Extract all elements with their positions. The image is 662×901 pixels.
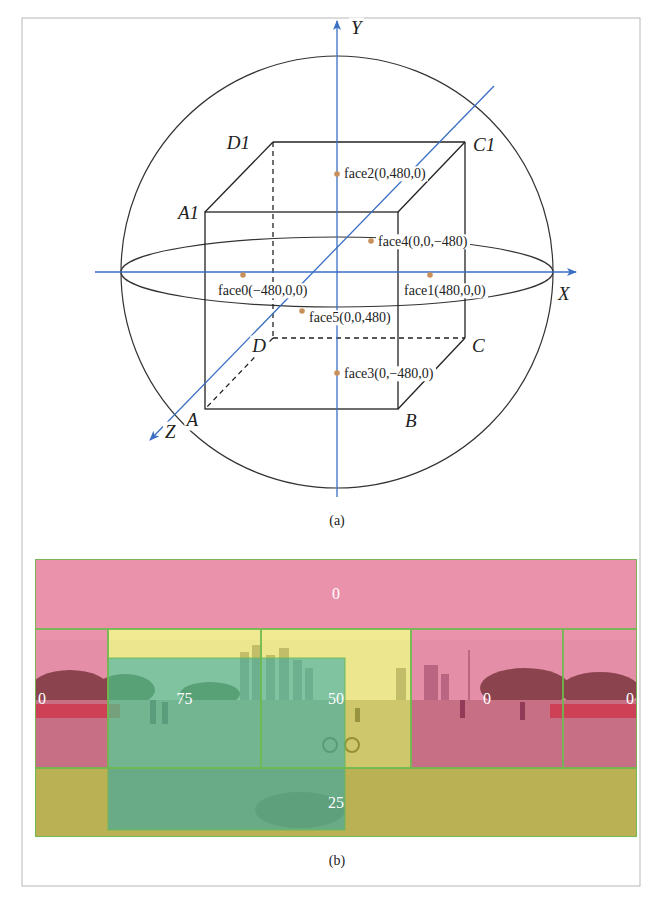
face-centre-dots-part [299,308,305,314]
tile-overlays-part [35,629,108,768]
vertex-label: C1 [471,135,497,156]
panel-label: (a) [327,513,347,528]
cube-figure-part [273,337,465,338]
vertex-label: D [250,336,268,357]
vertex-label: A [184,410,200,431]
tile-number: 0 [626,690,634,708]
tile-number: 0 [483,690,491,708]
vertex-label: C [470,336,487,357]
tile-overlays-part [411,629,637,768]
face-centre-dots-part [240,272,246,278]
tile-region: 0 [563,629,637,768]
face-label: face0(−480,0,0) [216,283,310,298]
figure-frame [22,18,640,886]
tile-region: 50 [261,629,411,768]
tile-number: 25 [328,794,344,812]
face-centre-dots-part [368,238,374,244]
panorama-photo-part [35,559,637,837]
face-label: face1(480,0,0) [402,283,488,298]
tile-overlays-part [108,658,345,830]
tile-region: 0 [35,559,637,629]
axis-label: Z [163,422,178,443]
coordinate-axes-part [150,86,494,440]
face-centre-dots-part [427,272,433,278]
coordinate-axes-part [95,271,576,272]
panorama-photo-part-part [35,559,637,837]
axis-label: Y [349,18,364,39]
tile-overlays [35,559,637,837]
tile-number: 0 [332,585,340,603]
tile-region: 0 [35,629,108,768]
face-label: face2(0,480,0) [342,166,428,181]
tile-number: 75 [177,690,193,708]
tile-region: 75 [108,629,261,768]
vertex-label: B [403,411,419,432]
cube-figure-part [272,142,273,338]
tile-region: 0 [411,629,563,768]
cube-figure [205,142,465,409]
coordinate-axes-part [336,21,337,497]
face-centre-dots-part [334,171,340,177]
face-label: face3(0,−480,0) [342,366,436,381]
vertex-label: D1 [225,133,252,154]
tile-overlays-part [35,559,637,629]
face-centre-dots [240,171,433,376]
coordinate-axes [95,21,576,497]
face-label: face5(0,0,480) [307,310,393,325]
tile-number: 50 [328,690,344,708]
cube-figure-part [273,141,465,142]
axis-label: X [556,284,572,305]
vertex-label: A1 [176,203,201,224]
face-label: face4(0,0,−480) [376,234,470,249]
tile-region: 25 [35,768,637,837]
panel-label: (b) [327,853,347,868]
panorama-photo [30,559,640,837]
face-centre-dots-part [334,370,340,376]
tile-number: 0 [38,690,46,708]
